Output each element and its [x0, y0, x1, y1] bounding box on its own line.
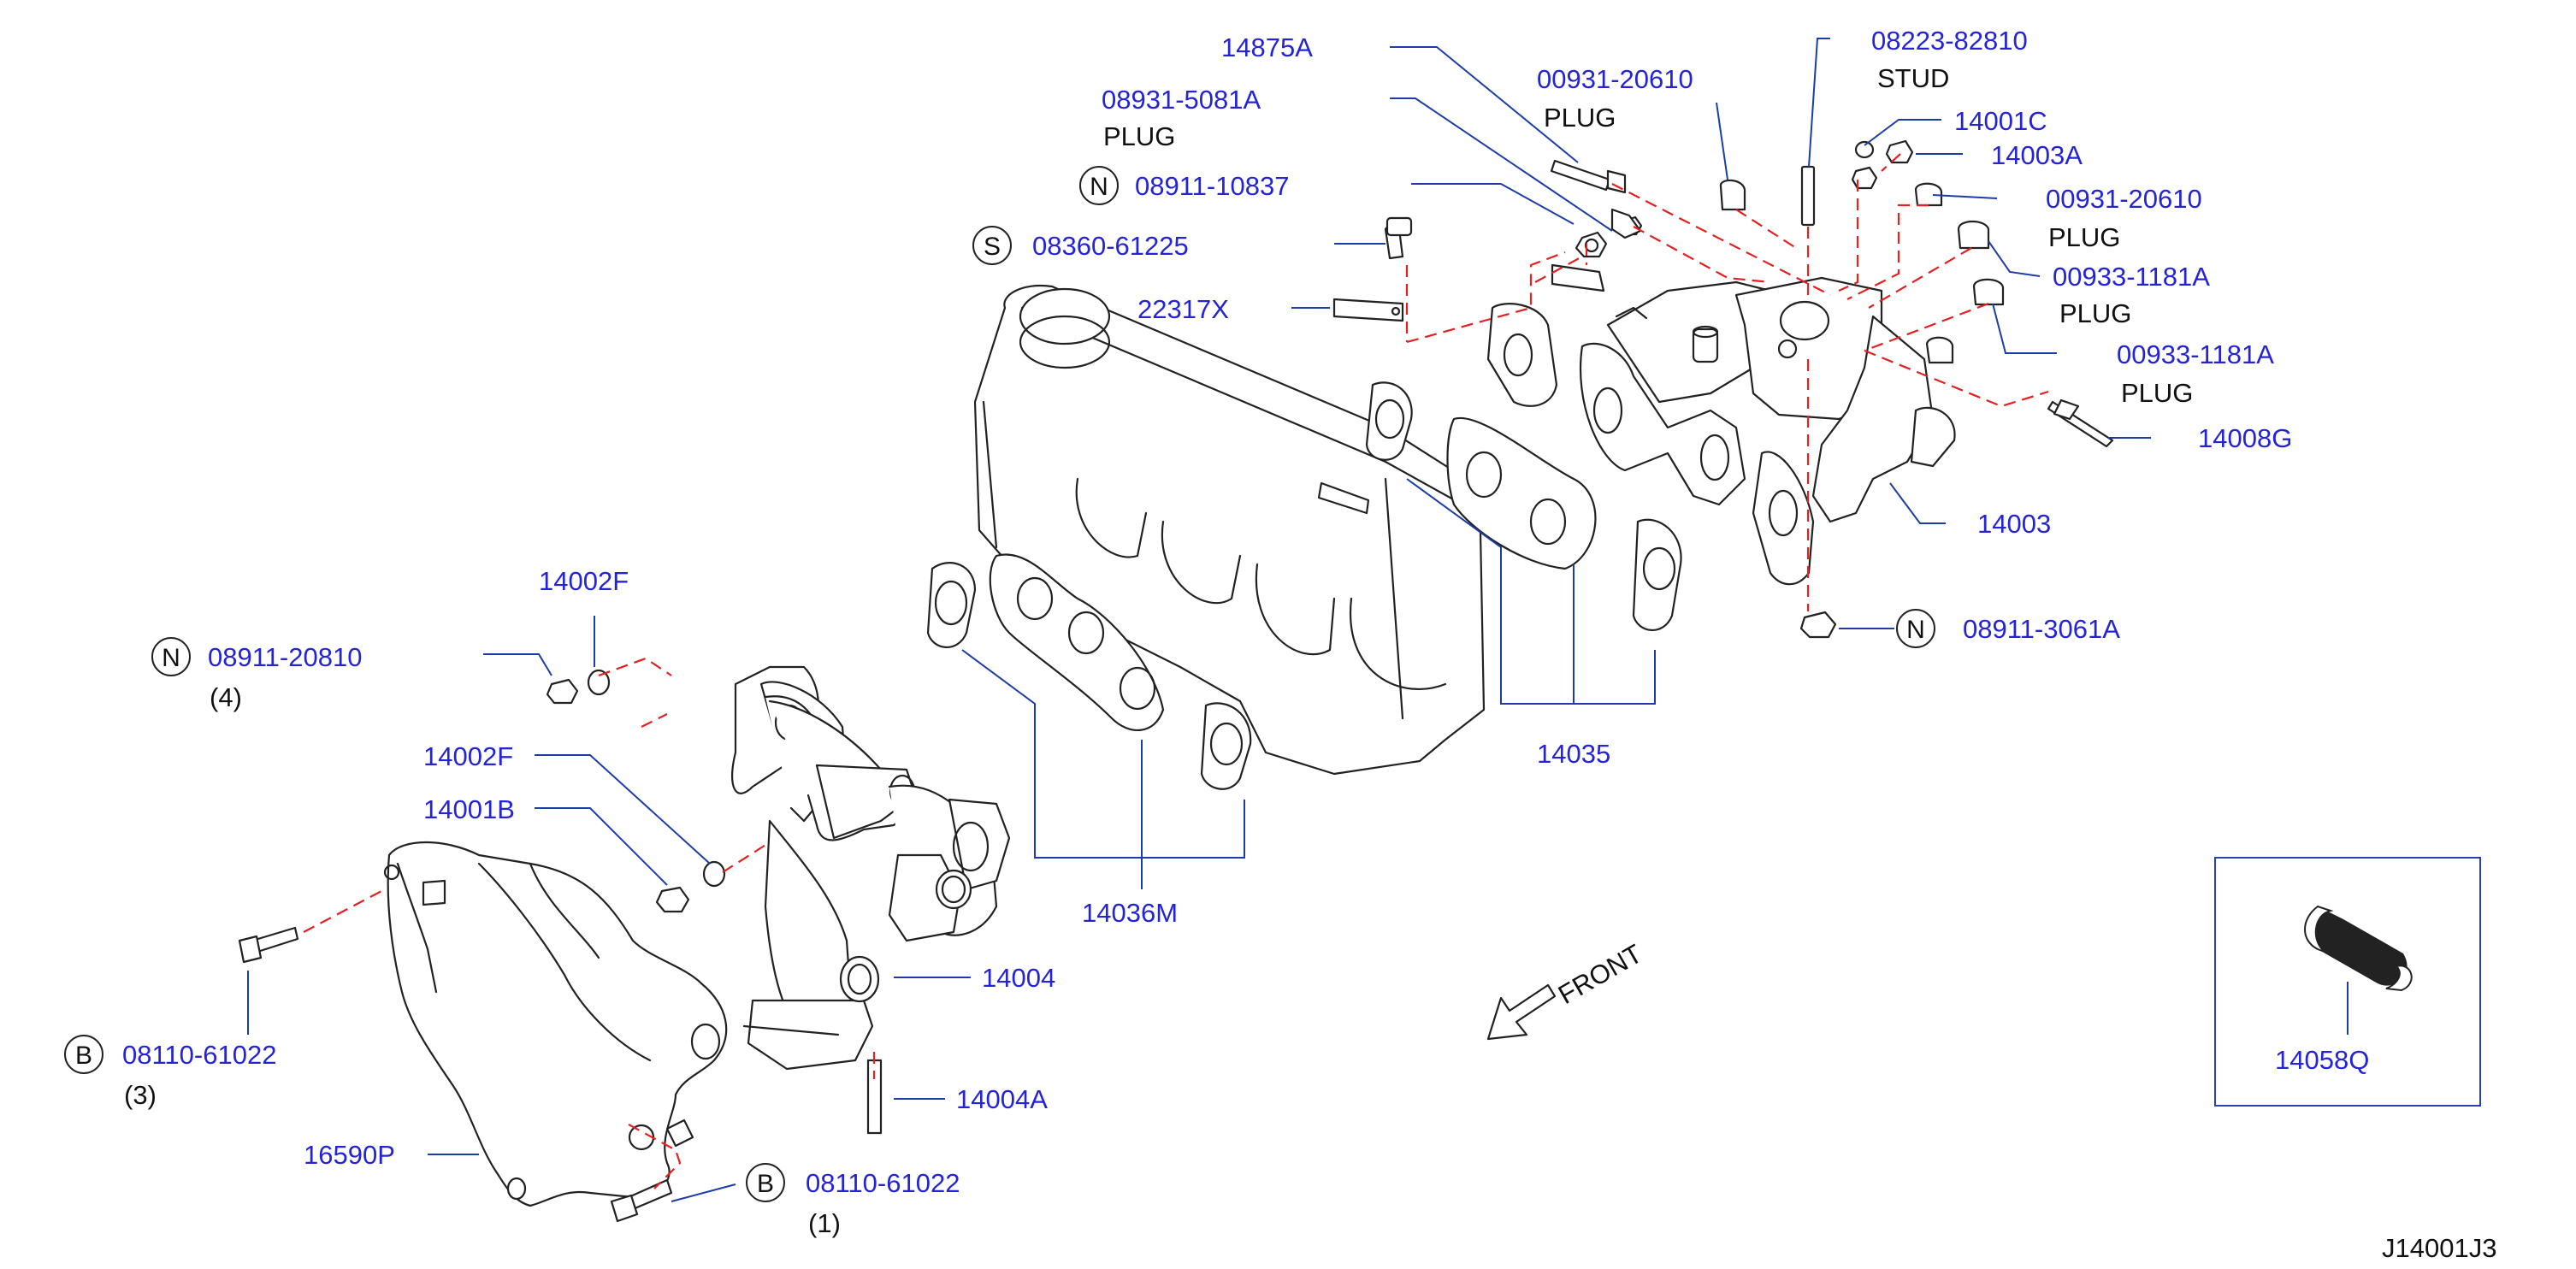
part-number-14008G[interactable]: 14008G — [2198, 423, 2292, 453]
part-number-14001B[interactable]: 14001B — [423, 794, 515, 824]
quantity-note: (3) — [124, 1080, 157, 1110]
part-number-08110-61022[interactable]: 08110-61022 — [806, 1168, 960, 1198]
prefix-letter: B — [75, 1042, 92, 1070]
callout-labels: 14875A 08931-5081A PLUG 08911-10837 0836… — [122, 26, 2496, 1263]
part-number-14004A[interactable]: 14004A — [956, 1084, 1048, 1114]
part-number-14036M[interactable]: 14036M — [1082, 898, 1178, 928]
part-number-00931-20610[interactable]: 00931-20610 — [1537, 64, 1693, 94]
prefix-letter: B — [757, 1170, 774, 1198]
prefix-letter: N — [162, 644, 180, 672]
part-number-14002F[interactable]: 14002F — [539, 566, 629, 596]
heat-shield-16590P — [383, 841, 728, 1207]
bolts — [238, 926, 673, 1223]
part-number-08110-61022[interactable]: 08110-61022 — [122, 1040, 276, 1070]
prefix-letter: N — [1090, 173, 1108, 201]
install-lines — [303, 153, 2049, 1189]
part-note: PLUG — [1103, 121, 1175, 151]
part-number-14875A[interactable]: 14875A — [1221, 32, 1313, 62]
exhaust-hardware — [546, 669, 726, 913]
exhaust-manifold-14004 — [731, 665, 1011, 1135]
quantity-note: (4) — [210, 682, 242, 712]
part-note: PLUG — [2048, 222, 2120, 252]
part-number-08911-3061A[interactable]: 08911-3061A — [1963, 614, 2120, 644]
intake-gasket-14035 — [1365, 381, 1682, 631]
part-number-08223-82810[interactable]: 08223-82810 — [1871, 26, 2028, 56]
detail-box-14058Q — [2214, 857, 2481, 1107]
part-note: PLUG — [1544, 103, 1616, 133]
part-number-08931-5081A[interactable]: 08931-5081A — [1102, 85, 1261, 115]
part-number-14003A[interactable]: 14003A — [1991, 140, 2083, 170]
part-number-00931-20610[interactable]: 00931-20610 — [2046, 184, 2202, 214]
part-note: PLUG — [2059, 298, 2131, 328]
dowel-pin-14058Q — [2305, 906, 2408, 986]
part-number-00933-1181A[interactable]: 00933-1181A — [2053, 262, 2210, 292]
part-number-00933-1181A[interactable]: 00933-1181A — [2117, 339, 2274, 369]
part-number-14001C[interactable]: 14001C — [1954, 106, 2047, 136]
figure-code: J14001J3 — [2382, 1233, 2496, 1263]
part-number-08360-61225[interactable]: 08360-61225 — [1032, 231, 1189, 261]
part-note: STUD — [1877, 63, 1949, 93]
part-number-14058Q[interactable]: 14058Q — [2275, 1045, 2369, 1075]
prefix-letter: S — [984, 233, 1001, 261]
part-number-14002F[interactable]: 14002F — [423, 741, 513, 771]
part-number-08911-10837[interactable]: 08911-10837 — [1135, 171, 1289, 201]
prefix-markers: N S N N B B — [64, 166, 1935, 1202]
front-direction-indicator: FRONT — [1486, 938, 1647, 1041]
part-number-14035[interactable]: 14035 — [1537, 739, 1610, 769]
cylinder-head-drawing — [973, 284, 1486, 776]
front-label: FRONT — [1553, 938, 1647, 1010]
part-number-14003[interactable]: 14003 — [1977, 509, 2051, 539]
part-number-22317X[interactable]: 22317X — [1137, 294, 1229, 324]
part-note: PLUG — [2121, 378, 2193, 408]
intake-manifold-14003 — [1486, 276, 1956, 586]
quantity-note: (1) — [808, 1208, 841, 1238]
part-number-16590P[interactable]: 16590P — [304, 1140, 395, 1170]
leader-lines — [247, 38, 2349, 1202]
part-number-08911-20810[interactable]: 08911-20810 — [208, 642, 362, 672]
prefix-letter: N — [1906, 616, 1925, 644]
part-number-14004[interactable]: 14004 — [982, 963, 1055, 993]
exhaust-gasket-14036M — [926, 553, 1252, 790]
